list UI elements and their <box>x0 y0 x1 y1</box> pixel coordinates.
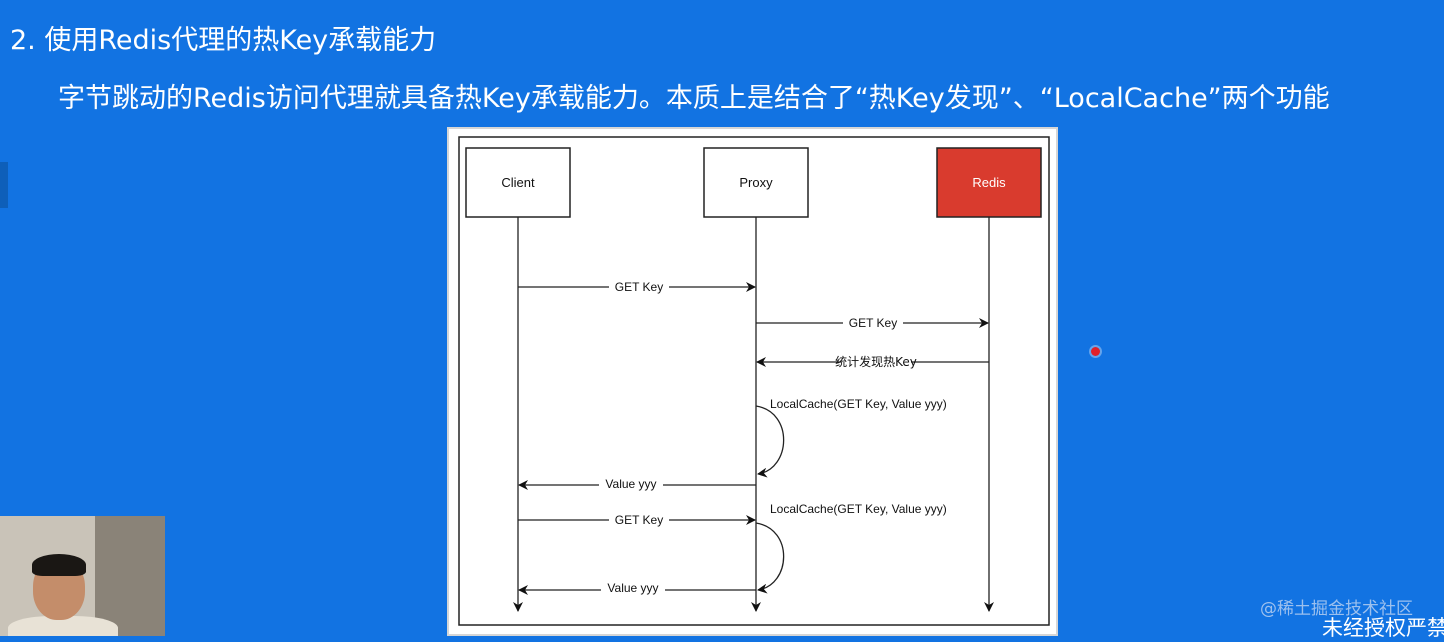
self-call-arrow-2 <box>755 522 785 594</box>
slide-heading: 2. 使用Redis代理的热Key承载能力 <box>10 25 437 56</box>
message-label-4: LocalCache(GET Key, Value yyy) <box>770 397 947 411</box>
message-label-6: LocalCache(GET Key, Value yyy) <box>770 502 947 516</box>
message-label-7: GET Key <box>615 513 663 527</box>
slide-subtitle: 字节跳动的Redis访问代理就具备热Key承载能力。本质上是结合了“热Key发现… <box>58 83 1330 114</box>
warning-watermark: 未经授权严禁 <box>1322 616 1444 640</box>
participant-proxy: Proxy <box>703 147 809 218</box>
sequence-diagram-svg: Client Proxy Redis GET Key GET Key 统计发现热… <box>458 136 1050 626</box>
presenter-webcam <box>0 516 165 636</box>
participant-client: Client <box>465 147 571 218</box>
site-watermark: @稀土掘金技术社区 <box>1260 599 1413 619</box>
participant-proxy-label: Proxy <box>739 175 773 190</box>
message-label-3: 统计发现热Key <box>835 354 917 369</box>
message-label-1: GET Key <box>615 280 663 294</box>
self-call-arrow-1 <box>755 405 785 478</box>
diagram-inner-border <box>458 136 1050 626</box>
slide-side-tab <box>0 162 8 208</box>
participant-redis: Redis <box>936 147 1042 218</box>
participant-redis-label: Redis <box>972 175 1006 190</box>
participant-client-label: Client <box>501 175 535 190</box>
message-label-2: GET Key <box>849 316 897 330</box>
message-label-8: Value yyy <box>607 581 658 595</box>
message-label-5: Value yyy <box>605 477 656 491</box>
laser-pointer-dot <box>1091 347 1100 356</box>
sequence-diagram: Client Proxy Redis GET Key GET Key 统计发现热… <box>447 127 1058 636</box>
